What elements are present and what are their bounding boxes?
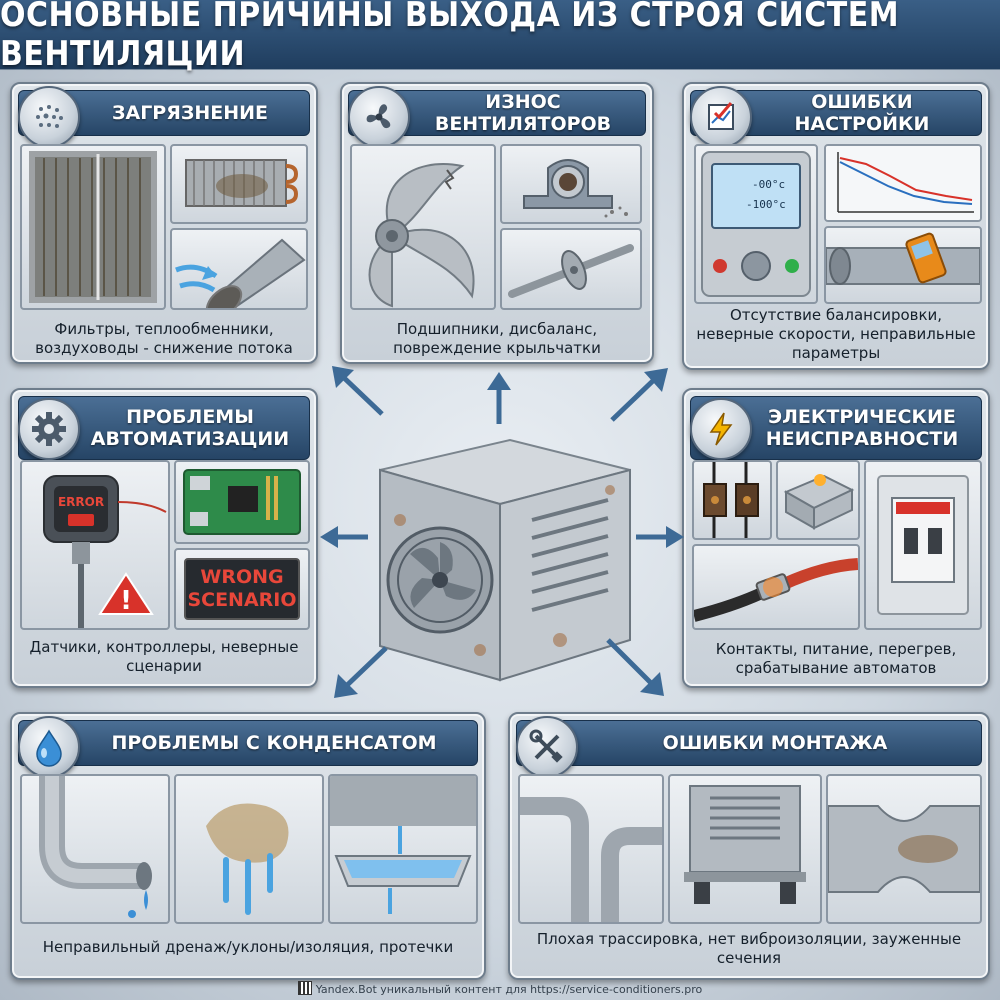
controller-panel-image: -00°c -100°c <box>694 144 818 304</box>
sensor-error-image: ERROR ! <box>20 460 170 630</box>
duct-airflow-image <box>170 228 308 310</box>
drain-tray-image <box>328 774 478 924</box>
burnt-terminals-image <box>692 460 772 540</box>
water-drop-icon <box>18 716 80 778</box>
svg-text:!: ! <box>120 586 132 616</box>
panel-electrical: ЭЛЕКТРИЧЕСКИЕ НЕИСПРАВНОСТИ <box>682 388 990 688</box>
chart-check-icon <box>690 86 752 148</box>
panel-condensate: ПРОБЛЕМЫ С КОНДЕНСАТОМ Непр <box>10 712 486 980</box>
duct-meter-image <box>824 226 982 304</box>
bad-duct-routing-image <box>518 774 664 924</box>
panel-fan-wear: ИЗНОС ВЕНТИЛЯТОРОВ <box>340 82 654 364</box>
gear-icon <box>18 398 80 460</box>
panel-automation: ПРОБЛЕМЫ АВТОМАТИЗАЦИИ ERROR ! <box>10 388 318 688</box>
overheated-cable-image <box>692 544 860 630</box>
wrench-screwdriver-icon <box>516 716 578 778</box>
panel-installation-header: ОШИБКИ МОНТАЖА <box>516 720 982 766</box>
lcd-value-2: -100°c <box>746 198 786 211</box>
fan-icon <box>348 86 410 148</box>
arrow-to-installation <box>606 638 664 696</box>
panel-pollution-caption: Фильтры, теплообменники, воздуховоды - с… <box>35 320 293 357</box>
arrow-to-electrical <box>636 526 684 548</box>
footer-watermark: Yandex.Bot уникальный контент для https:… <box>0 981 1000 996</box>
shaft-image <box>500 228 642 310</box>
wall-stain-image <box>174 774 324 924</box>
lcd-value-1: -00°c <box>752 178 785 191</box>
arrow-to-settings <box>610 368 668 422</box>
panel-settings-caption: Отсутствие балансировки, неверные скорос… <box>696 306 976 362</box>
panel-automation-caption: Датчики, контроллеры, неверные сценарии <box>29 638 299 675</box>
panel-installation: ОШИБКИ МОНТАЖА Плохая трассировка, нет в… <box>508 712 990 980</box>
arrow-to-condensate <box>334 646 388 698</box>
ventilation-unit-image <box>360 430 650 690</box>
damaged-impeller-image <box>350 144 496 310</box>
dust-dots-icon <box>18 86 80 148</box>
lightning-icon <box>690 398 752 460</box>
arrow-to-automation <box>320 526 368 548</box>
speed-chart-image <box>824 144 982 222</box>
panel-settings: ОШИБКИ НАСТРОЙКИ -00°c -100°c <box>682 82 990 370</box>
leaking-pipe-image <box>20 774 170 924</box>
panel-condensate-header: ПРОБЛЕМЫ С КОНДЕНСАТОМ <box>18 720 478 766</box>
no-vibration-isolation-image <box>668 774 822 924</box>
narrowed-duct-image <box>826 774 982 924</box>
heat-exchanger-image <box>170 144 308 224</box>
panel-electrical-caption: Контакты, питание, перегрев, срабатывани… <box>715 640 957 677</box>
warning-triangle-icon <box>98 572 154 615</box>
panel-fan-wear-caption: Подшипники, дисбаланс, повреждение крыль… <box>393 320 601 357</box>
error-label: ERROR <box>58 495 104 509</box>
power-supply-image <box>776 460 860 540</box>
wrong-scenario-text: WRONG SCENARIO <box>184 558 300 620</box>
panel-pollution: ЗАГРЯЗНЕНИЕ <box>10 82 318 364</box>
dirty-filter-image <box>20 144 166 310</box>
arrow-to-fan-wear <box>487 372 511 424</box>
arrow-to-pollution <box>332 366 384 416</box>
panel-installation-caption: Плохая трассировка, нет виброизоляции, з… <box>536 930 962 967</box>
circuit-breaker-image <box>864 460 982 630</box>
controller-board-image <box>174 460 310 544</box>
qr-code-icon <box>297 981 312 995</box>
bearing-image <box>500 144 642 224</box>
footer-text: Yandex.Bot уникальный контент для https:… <box>315 983 703 996</box>
page-title: ОСНОВНЫЕ ПРИЧИНЫ ВЫХОДА ИЗ СТРОЯ СИСТЕМ … <box>0 0 1000 74</box>
wrong-scenario-screen: WRONG SCENARIO <box>174 548 310 630</box>
panel-condensate-caption: Неправильный дренаж/уклоны/изоляция, про… <box>42 938 454 956</box>
